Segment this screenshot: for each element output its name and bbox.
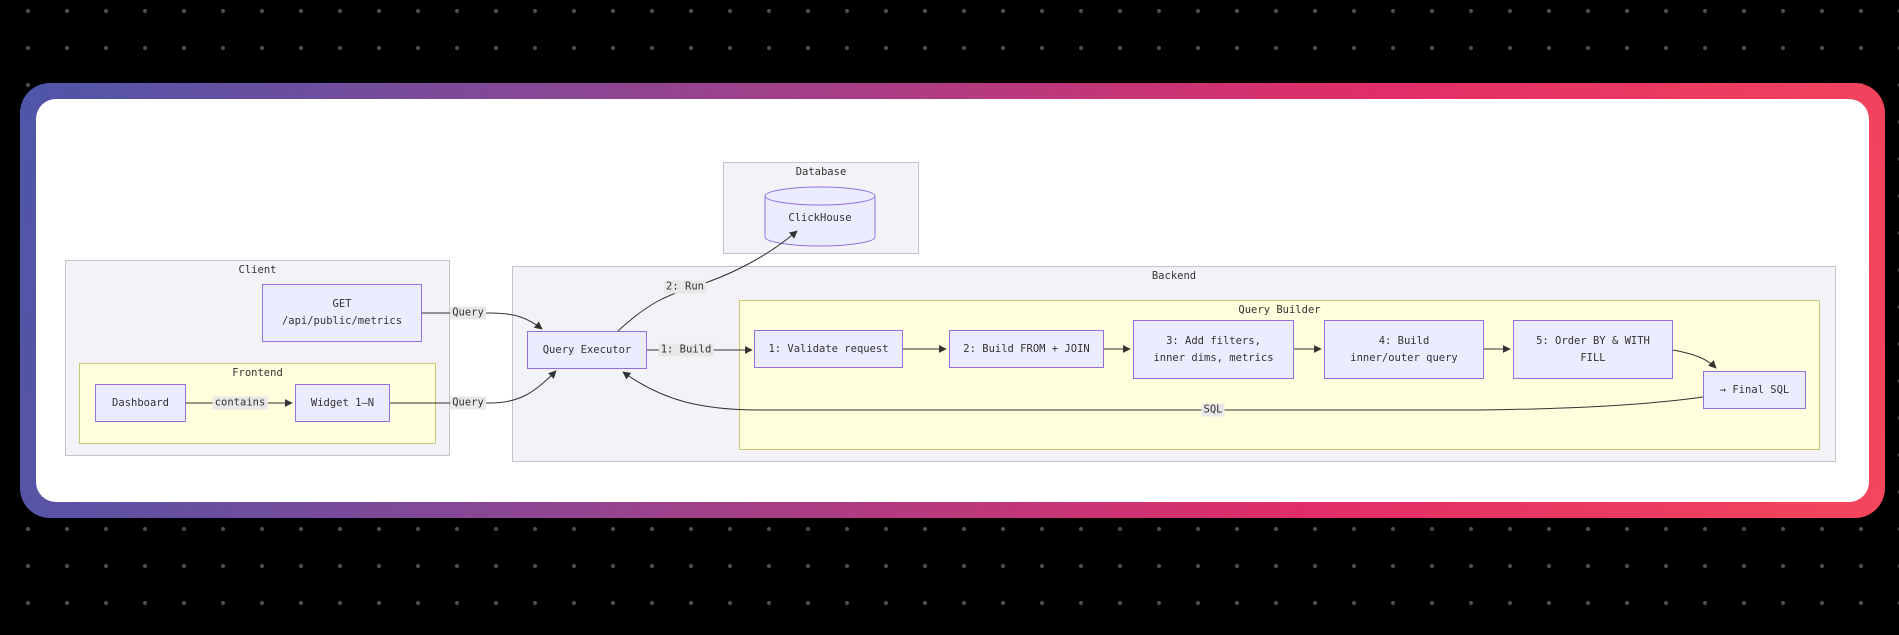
node-get-endpoint-line2: /api/public/metrics (281, 315, 403, 327)
node-query-executor: Query Executor (527, 331, 647, 369)
edge-label-contains: contains (212, 396, 268, 410)
node-step-build-from-join: 2: Build FROM + JOIN (949, 330, 1104, 368)
node-step-order-by-line1: 5: Order BY & WITH (1536, 334, 1650, 347)
edge-label-sql: SQL (1201, 403, 1225, 417)
subgraph-database: Database (723, 162, 919, 254)
node-step-build-from-join-label: 2: Build FROM + JOIN (963, 342, 1090, 355)
edge-label-build: 1: Build (658, 343, 714, 357)
node-step-validate-label: 1: Validate request (768, 342, 889, 355)
edge-label-run: 2: Run (664, 280, 706, 294)
node-get-endpoint-line1: GET (332, 298, 352, 310)
node-dashboard-label: Dashboard (112, 396, 169, 409)
node-step-add-filters-line2: inner dims, metrics (1153, 351, 1274, 364)
subgraph-backend-title: Backend (1151, 270, 1197, 282)
edge-label-query-get: Query (450, 306, 486, 320)
node-step-order-by-line2: FILL (1580, 351, 1606, 364)
subgraph-client-title: Client (238, 264, 277, 276)
node-final-sql: → Final SQL (1703, 371, 1806, 409)
node-step-add-filters: 3: Add filters, inner dims, metrics (1133, 320, 1294, 379)
subgraph-database-title: Database (795, 166, 847, 178)
node-dashboard: Dashboard (95, 384, 186, 422)
node-step-add-filters-line1: 3: Add filters, (1166, 334, 1261, 347)
node-clickhouse-label: ClickHouse (788, 212, 852, 224)
node-step-build-inner-outer-line2: inner/outer query (1350, 351, 1458, 364)
node-step-order-by: 5: Order BY & WITH FILL (1513, 320, 1673, 379)
edge-label-query-widget: Query (450, 396, 486, 410)
node-get-endpoint: GET /api/public/metrics (262, 284, 422, 342)
subgraph-query-builder-title: Query Builder (1238, 304, 1321, 316)
node-query-executor-label: Query Executor (542, 343, 632, 356)
node-step-validate: 1: Validate request (754, 330, 903, 368)
node-step-build-inner-outer: 4: Build inner/outer query (1324, 320, 1484, 379)
node-widget-label: Widget 1–N (310, 396, 375, 409)
node-step-build-inner-outer-line1: 4: Build (1378, 334, 1430, 347)
node-widget: Widget 1–N (295, 384, 390, 422)
node-final-sql-label: → Final SQL (1719, 383, 1790, 396)
subgraph-frontend-title: Frontend (232, 367, 283, 379)
